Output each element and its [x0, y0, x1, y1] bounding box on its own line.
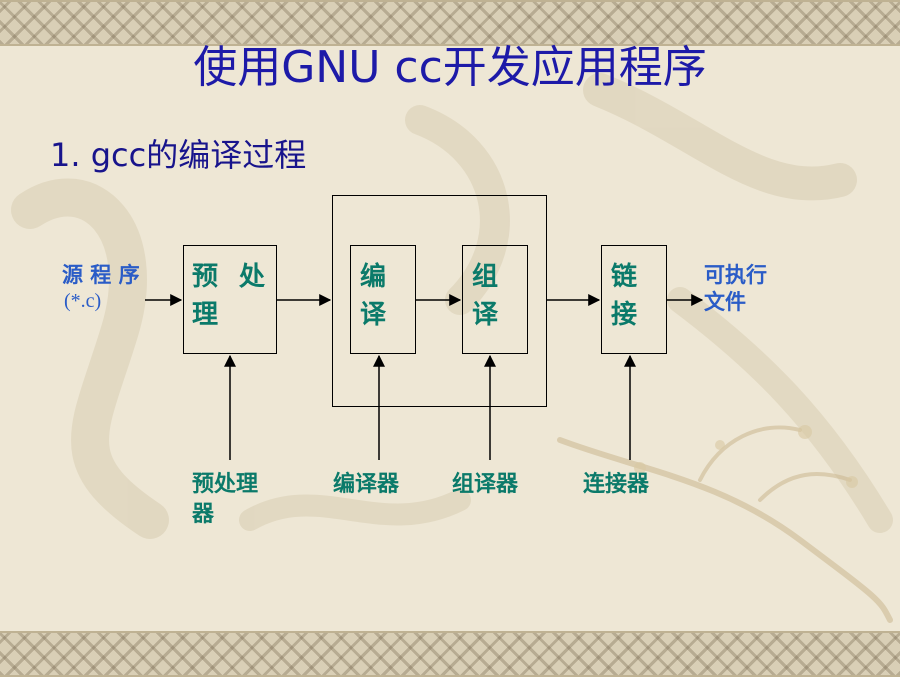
- preprocessor-tool-label: 预处理 器: [192, 470, 258, 530]
- link-box: [601, 245, 667, 354]
- link-label-line2: 接: [611, 300, 644, 330]
- compile-label: 编 译: [360, 258, 392, 334]
- preprocessor-tool-line1: 预处理: [192, 472, 259, 497]
- source-extension-label: (*.c): [64, 290, 102, 312]
- assemble-label-line2: 译: [472, 300, 505, 330]
- decorative-border-top: [0, 0, 900, 46]
- preprocessor-tool-line2: 器: [192, 502, 215, 527]
- preprocess-label-line1: 预 处: [192, 262, 272, 292]
- preprocess-label-line2: 理: [192, 300, 225, 330]
- compile-assemble-group-box: [332, 195, 547, 407]
- slide-title: 使用GNU cc开发应用程序: [193, 42, 707, 93]
- assemble-box: [462, 245, 528, 354]
- linker-tool-label: 连接器: [583, 472, 650, 497]
- compile-box: [350, 245, 416, 354]
- preprocess-box: [183, 245, 277, 354]
- compile-label-line1: 编: [360, 262, 393, 292]
- preprocess-label: 预 处 理: [192, 258, 271, 334]
- link-label-line1: 链: [611, 262, 644, 292]
- decorative-border-bottom: [0, 631, 900, 677]
- section-heading: 1. gcc的编译过程: [50, 136, 307, 174]
- link-label: 链 接: [611, 258, 643, 334]
- assemble-label-line1: 组: [472, 262, 505, 292]
- output-label-line1: 可执行: [704, 263, 767, 287]
- compiler-tool-label: 编译器: [333, 472, 400, 497]
- output-label: 可执行 文件: [704, 262, 767, 316]
- assembler-tool-label: 组译器: [452, 472, 519, 497]
- output-label-line2: 文件: [704, 290, 746, 314]
- source-label: 源 程 序: [62, 263, 140, 287]
- compile-label-line2: 译: [360, 300, 393, 330]
- assemble-label: 组 译: [472, 258, 504, 334]
